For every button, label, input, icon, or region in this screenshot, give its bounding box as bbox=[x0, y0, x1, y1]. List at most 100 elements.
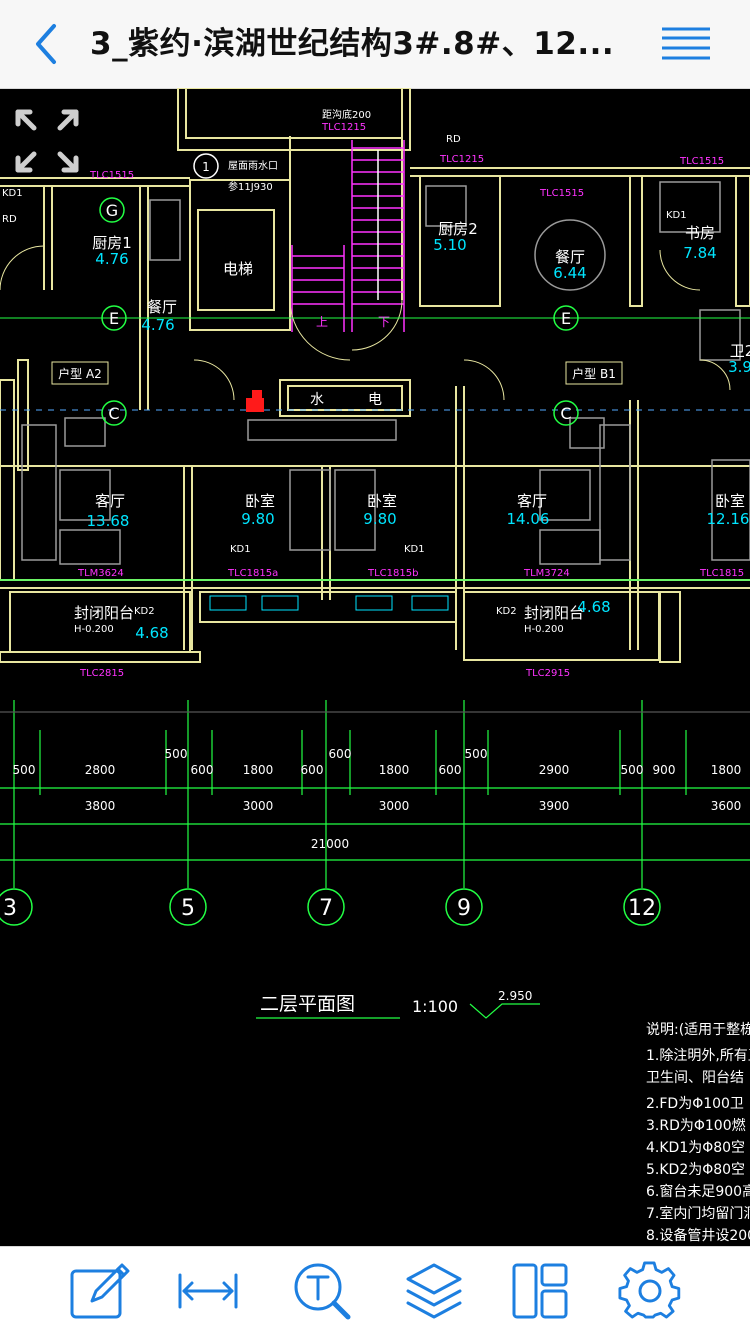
annotation: TLC2815 bbox=[79, 668, 124, 679]
unit-type-label: 户型 A2 bbox=[58, 366, 102, 381]
unit-type-labels: 户型 A2 户型 B1 bbox=[58, 366, 616, 381]
annotation: 参11J930 bbox=[228, 180, 273, 193]
note-line: 卫生间、阳台结 bbox=[646, 1070, 744, 1086]
note-line: 4.KD1为Φ80空 bbox=[646, 1140, 745, 1156]
grid-bubble-label: E bbox=[109, 309, 119, 328]
top-navigation-bar: 3_紫约·滨湖世纪结构3#.8#、12... bbox=[0, 0, 750, 89]
plan-scale: 1:100 bbox=[412, 997, 458, 1016]
axis-label: 12 bbox=[628, 896, 656, 921]
dimension-value: 3800 bbox=[85, 799, 116, 813]
room-name: 卧室 bbox=[367, 492, 397, 510]
room-area: 4.68 bbox=[577, 598, 610, 616]
notes: 说明:(适用于整栋楼 1.除注明外,所有卫 卫生间、阳台结 2.FD为Φ100卫… bbox=[646, 1021, 750, 1244]
room-area: 9.80 bbox=[241, 510, 274, 528]
room-area: 14.06 bbox=[507, 510, 550, 528]
room-name: 电梯 bbox=[223, 260, 253, 278]
settings-icon[interactable] bbox=[618, 1261, 682, 1321]
axis-label: 9 bbox=[457, 896, 471, 921]
cad-drawing-canvas[interactable]: G E C E C 1 厨房1 4.76 电梯 厨房2 5.10 餐厅 6.44… bbox=[0, 88, 750, 1246]
note-line: 8.设备管井设200 bbox=[646, 1227, 750, 1244]
room-name: 厨房2 bbox=[438, 220, 478, 238]
grid-bubble-label: C bbox=[560, 404, 571, 423]
room-area: 4.76 bbox=[95, 250, 128, 268]
dimension-value: 500 bbox=[13, 763, 36, 777]
stair bbox=[291, 140, 405, 332]
dimension-row-2: 3800 3000 3000 3900 3600 21000 bbox=[85, 799, 742, 851]
annotation: KD1 bbox=[666, 210, 687, 221]
dimension-value: 3600 bbox=[711, 799, 742, 813]
annotation: RD bbox=[2, 214, 17, 225]
chevron-left-icon[interactable] bbox=[30, 22, 70, 66]
room-area: 4.68 bbox=[135, 624, 168, 642]
text-search-icon[interactable] bbox=[290, 1261, 354, 1321]
annotation: 距沟底200 bbox=[322, 108, 371, 121]
note-line: 1.除注明外,所有卫 bbox=[646, 1048, 750, 1064]
room-name: 卧室 bbox=[245, 492, 275, 510]
room-name: 客厅 bbox=[517, 492, 547, 510]
annotation: TLM3624 bbox=[77, 568, 124, 579]
annotation: KD1 bbox=[2, 188, 23, 199]
room-name: 厨房1 bbox=[92, 234, 132, 252]
annotation: 上 bbox=[316, 315, 328, 329]
note-line: 说明:(适用于整栋楼 bbox=[646, 1021, 750, 1038]
measure-icon[interactable] bbox=[176, 1261, 240, 1321]
axis-label: 7 bbox=[319, 896, 333, 921]
annotation: KD2 bbox=[496, 606, 517, 617]
note-line: 7.室内门均留门洞 bbox=[646, 1205, 750, 1222]
annotation: TLC1515 bbox=[679, 156, 724, 167]
annotation: KD1 bbox=[404, 544, 425, 555]
room-name: 卧室 bbox=[715, 492, 745, 510]
annotation-labels: 屋面雨水口 参11J930 距沟底200 TLC1215 TLC1515 TLC… bbox=[2, 108, 744, 679]
room-area: 7.84 bbox=[683, 244, 716, 262]
doors bbox=[0, 245, 731, 401]
bottom-toolbar bbox=[0, 1246, 750, 1335]
annotation: TLC1815a bbox=[227, 568, 278, 579]
room-name: 餐厅 bbox=[555, 248, 585, 266]
axis-lines bbox=[0, 579, 750, 1019]
dimension-value: 500 bbox=[465, 747, 488, 761]
fullscreen-toggle-icon[interactable] bbox=[14, 108, 80, 174]
dimension-value: 1800 bbox=[379, 763, 410, 777]
edit-icon[interactable] bbox=[66, 1261, 130, 1321]
dimension-row-1: 500 2800 500 600 1800 600 600 1800 600 5… bbox=[13, 747, 742, 777]
dimension-value: 600 bbox=[301, 763, 324, 777]
grid-bubble-label: 1 bbox=[202, 160, 210, 174]
annotation: H-0.200 bbox=[524, 624, 564, 635]
room-labels: 厨房1 4.76 电梯 厨房2 5.10 餐厅 6.44 书房 7.84 餐厅 … bbox=[74, 220, 750, 642]
note-line: 6.窗台未足900高 bbox=[646, 1183, 750, 1200]
unit-type-label: 户型 B1 bbox=[572, 366, 616, 381]
room-name: 餐厅 bbox=[147, 298, 177, 316]
dimension-value: 600 bbox=[191, 763, 214, 777]
axis-bubbles bbox=[0, 888, 661, 926]
room-name: 客厅 bbox=[95, 492, 125, 510]
room-area: 13.68 bbox=[87, 512, 130, 530]
dimension-value: 2900 bbox=[539, 763, 570, 777]
hamburger-menu-icon[interactable] bbox=[660, 24, 712, 64]
room-area: 5.10 bbox=[433, 236, 466, 254]
axis-label: 3 bbox=[3, 896, 17, 921]
plan-grid-bubble-labels: G E C E C 1 bbox=[106, 160, 572, 423]
annotation: 水 bbox=[310, 392, 324, 408]
layout-icon[interactable] bbox=[508, 1261, 572, 1321]
dimension-value: 500 bbox=[621, 763, 644, 777]
dimension-value: 900 bbox=[653, 763, 676, 777]
room-name: 封闭阳台 bbox=[74, 604, 134, 622]
red-marker bbox=[246, 390, 264, 412]
annotation: KD2 bbox=[134, 606, 155, 617]
annotation: KD1 bbox=[230, 544, 251, 555]
layers-icon[interactable] bbox=[402, 1261, 466, 1321]
annotation: TLC2915 bbox=[525, 668, 570, 679]
dimension-value: 600 bbox=[329, 747, 352, 761]
axis-labels: 3 5 7 9 12 bbox=[3, 896, 656, 921]
grid-bubble-label: G bbox=[106, 201, 118, 220]
elevation-mark: 2.950 bbox=[498, 989, 532, 1003]
dimension-value: 2800 bbox=[85, 763, 116, 777]
dimension-value: 600 bbox=[439, 763, 462, 777]
total-dimension: 21000 bbox=[311, 837, 349, 851]
grid-bubble-label: C bbox=[108, 404, 119, 423]
document-title: 3_紫约·滨湖世纪结构3#.8#、12... bbox=[90, 26, 615, 62]
room-area: 12.16 bbox=[707, 510, 750, 528]
room-area: 3.9 bbox=[728, 358, 750, 376]
annotation: 电 bbox=[368, 392, 382, 408]
furniture bbox=[21, 181, 750, 565]
